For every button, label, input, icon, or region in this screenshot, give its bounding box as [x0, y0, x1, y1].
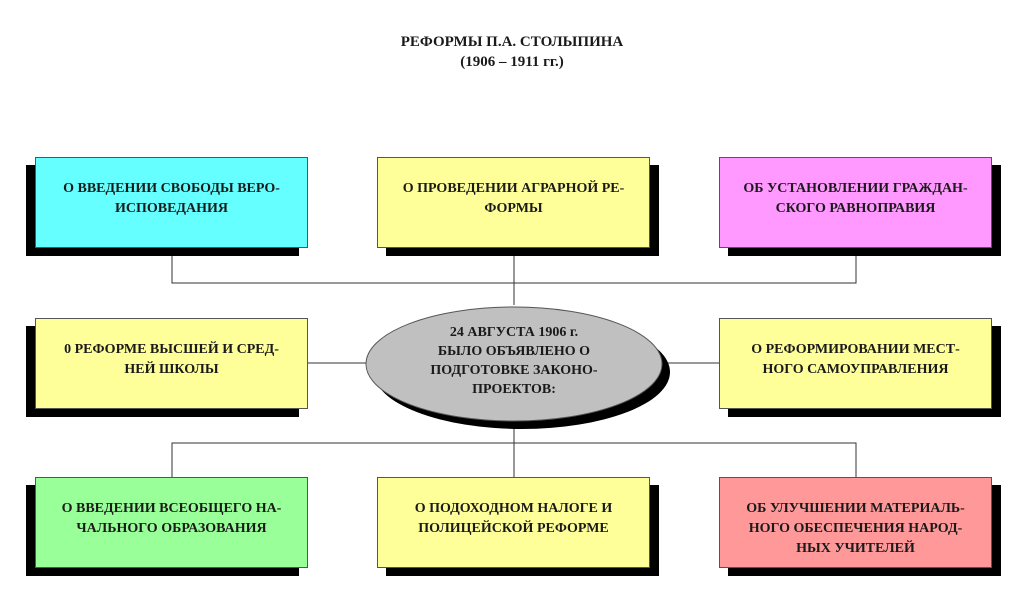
box-line: НЫХ УЧИТЕЛЕЙ [796, 541, 915, 556]
center-line: ПОДГОТОВКЕ ЗАКОНО- [430, 363, 598, 378]
center-line: БЫЛО ОБЪЯВЛЕНО О [437, 344, 591, 359]
top-bus-line [171, 248, 857, 305]
box-freedom-of-religion: О ВВЕДЕНИИ СВОБОДЫ ВЕРО- ИСПОВЕДАНИЯ [35, 157, 308, 248]
box-line: ПОЛИЦЕЙСКОЙ РЕФОРМЕ [418, 521, 609, 536]
box-local-government: О РЕФОРМИРОВАНИИ МЕСТ- НОГО САМОУПРАВЛЕН… [719, 318, 992, 409]
box-agrarian-reform: О ПРОВЕДЕНИИ АГРАРНОЙ РЕ- ФОРМЫ [377, 157, 650, 248]
box-line: ФОРМЫ [484, 201, 543, 216]
box-civil-equality: ОБ УСТАНОВЛЕНИИ ГРАЖДАН- СКОГО РАВНОПРАВ… [719, 157, 992, 248]
box-teachers-support: ОБ УЛУЧШЕНИИ МАТЕРИАЛЬ- НОГО ОБЕСПЕЧЕНИЯ… [719, 477, 992, 568]
diagram-subtitle: (1906 – 1911 гг.) [460, 54, 564, 70]
box-line: НОГО САМОУПРАВЛЕНИЯ [762, 362, 949, 377]
center-line: 24 АВГУСТА 1906 г. [449, 325, 579, 340]
box-line: О ПРОВЕДЕНИИ АГРАРНОЙ РЕ- [402, 181, 625, 196]
box-line: 0 РЕФОРМЕ ВЫСШЕЙ И СРЕД- [64, 342, 279, 357]
center-line: ПРОЕКТОВ: [472, 382, 556, 397]
box-line: ОБ УСТАНОВЛЕНИИ ГРАЖДАН- [743, 181, 968, 196]
box-primary-education: О ВВЕДЕНИИ ВСЕОБЩЕГО НА- ЧАЛЬНОГО ОБРАЗО… [35, 477, 308, 568]
diagram-title: РЕФОРМЫ П.А. СТОЛЫПИНА [400, 34, 624, 50]
center-ellipse [365, 306, 663, 422]
box-line: О РЕФОРМИРОВАНИИ МЕСТ- [751, 342, 960, 357]
box-line: СКОГО РАВНОПРАВИЯ [775, 201, 936, 216]
box-line: ЧАЛЬНОГО ОБРАЗОВАНИЯ [76, 521, 267, 536]
box-line: О ПОДОХОДНОМ НАЛОГЕ И [414, 501, 613, 516]
box-line: ИСПОВЕДАНИЯ [114, 201, 229, 216]
center-ellipse-text: 24 АВГУСТА 1906 г. БЫЛО ОБЪЯВЛЕНО О ПОДГ… [394, 323, 634, 399]
box-income-tax-police: О ПОДОХОДНОМ НАЛОГЕ И ПОЛИЦЕЙСКОЙ РЕФОРМ… [377, 477, 650, 568]
box-line: ОБ УЛУЧШЕНИИ МАТЕРИАЛЬ- [746, 501, 965, 516]
box-line: О ВВЕДЕНИИ ВСЕОБЩЕГО НА- [61, 501, 282, 516]
box-school-reform: 0 РЕФОРМЕ ВЫСШЕЙ И СРЕД- НЕЙ ШКОЛЫ [35, 318, 308, 409]
box-line: О ВВЕДЕНИИ СВОБОДЫ ВЕРО- [63, 181, 280, 196]
box-line: НОГО ОБЕСПЕЧЕНИЯ НАРОД- [748, 521, 963, 536]
bottom-bus-line [171, 423, 857, 477]
box-line: НЕЙ ШКОЛЫ [124, 362, 219, 377]
